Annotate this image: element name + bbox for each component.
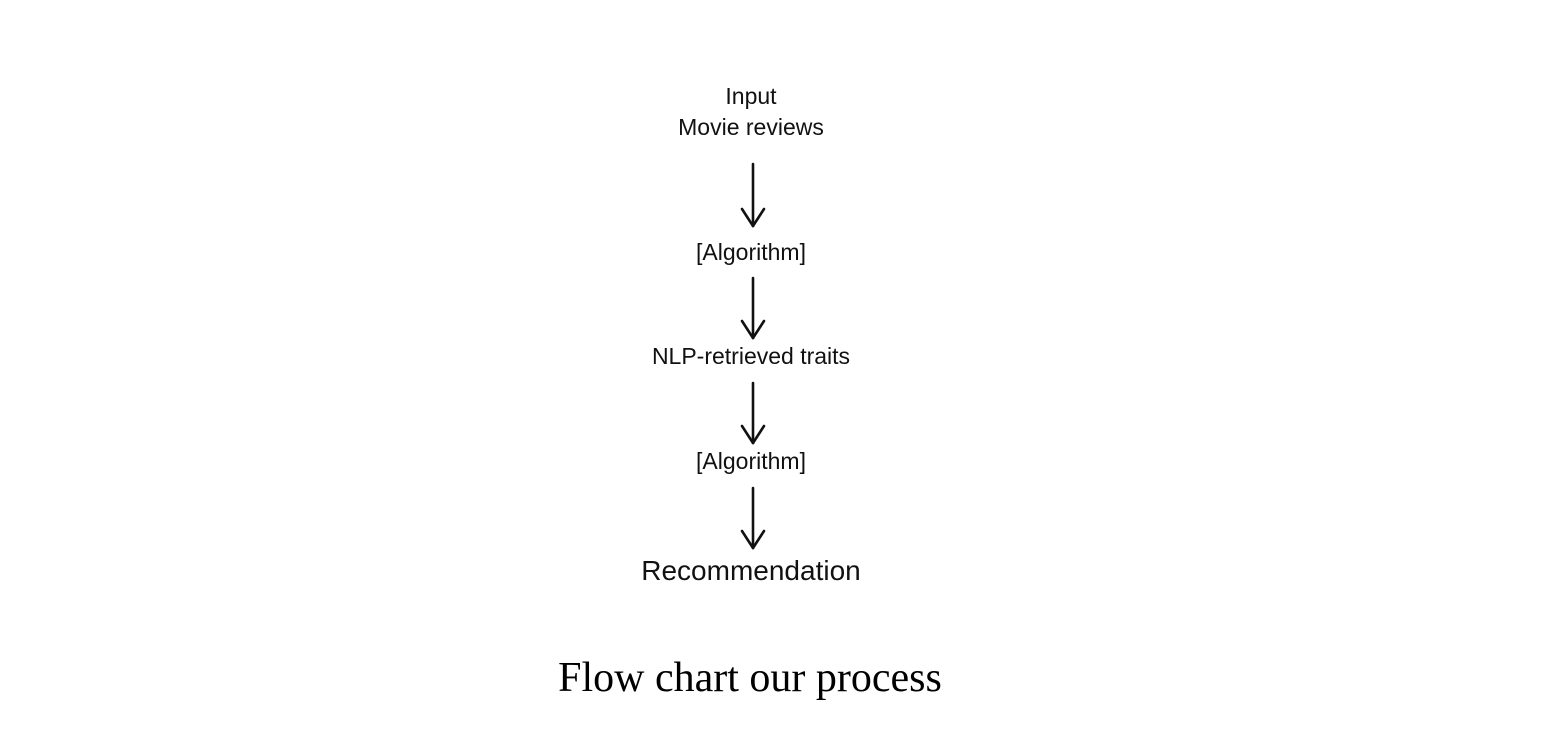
- step-algorithm-2: [Algorithm]: [551, 446, 951, 477]
- step-recommendation: Recommendation: [551, 553, 951, 589]
- step-algorithm-1: [Algorithm]: [551, 237, 951, 268]
- step-label: [Algorithm]: [696, 239, 806, 265]
- arrow-down-icon: [735, 381, 771, 447]
- figure-caption: Flow chart our process: [558, 655, 942, 701]
- arrow-down-icon: [735, 162, 771, 230]
- step-label: Input: [725, 83, 777, 109]
- arrow-down-icon: [735, 276, 771, 342]
- arrow-down-icon: [735, 486, 771, 552]
- step-input-movie-reviews: Input Movie reviews: [551, 81, 951, 143]
- step-label: Movie reviews: [678, 114, 824, 140]
- step-nlp-retrieved-traits: NLP-retrieved traits: [551, 341, 951, 372]
- step-label: [Algorithm]: [696, 448, 806, 474]
- step-label: NLP-retrieved traits: [651, 343, 851, 369]
- step-label: Recommendation: [641, 555, 861, 586]
